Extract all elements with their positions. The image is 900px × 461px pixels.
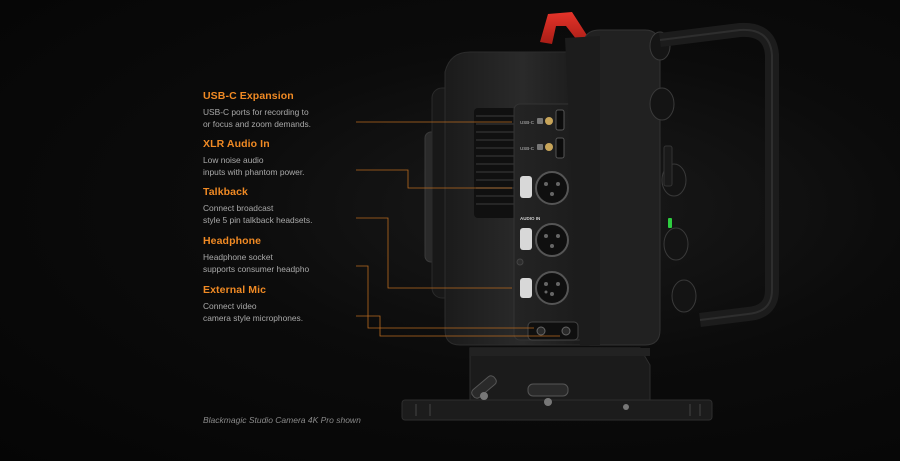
usbc-port-1: USB-C — [520, 109, 565, 131]
feature-title: External Mic — [203, 284, 267, 296]
feature-title: XLR Audio In — [203, 138, 270, 150]
feature-xlr-audio: XLR Audio In Low noise audio inputs with… — [203, 138, 423, 178]
feature-desc-line2: supports consumer headpho — [203, 264, 310, 274]
feature-desc-line1: Connect broadcast — [203, 203, 274, 213]
feature-desc-line1: Low noise audio — [203, 155, 264, 165]
callout-line-talkback — [356, 217, 512, 289]
feature-desc-line2: style 5 pin talkback headsets. — [203, 215, 313, 225]
feature-talkback: Talkback Connect broadcast style 5 pin t… — [203, 186, 423, 226]
callout-line-mic — [356, 315, 560, 337]
usbc-port-2: USB-C — [520, 137, 565, 159]
audio-in-label: AUDIO IN — [520, 216, 540, 221]
xlr-input-1 — [520, 171, 569, 205]
feature-desc-line1: USB-C ports for recording to — [203, 107, 309, 117]
feature-desc-line2: camera style microphones. — [203, 313, 304, 323]
feature-desc-line1: Connect video — [203, 301, 257, 311]
status-indicator-green — [668, 218, 672, 228]
usbc-label-2: USB-C — [520, 146, 535, 151]
feature-title: Talkback — [203, 186, 248, 198]
xlr-input-2 — [520, 223, 569, 257]
callout-line-xlr — [356, 169, 512, 189]
feature-external-mic: External Mic Connect video camera style … — [203, 284, 423, 324]
headphone-mic-jacks — [527, 321, 579, 341]
top-handle-red — [540, 12, 590, 44]
usbc-label-1: USB-C — [520, 120, 535, 125]
image-caption: Blackmagic Studio Camera 4K Pro shown — [203, 415, 361, 425]
feature-desc-line1: Headphone socket — [203, 252, 273, 262]
feature-title: USB-C Expansion — [203, 90, 294, 102]
tripod-mount — [401, 347, 713, 421]
vent-grille — [474, 108, 516, 218]
feature-desc-line2: or focus and zoom demands. — [203, 119, 312, 129]
feature-title: Headphone — [203, 235, 262, 247]
feature-usbc: USB-C Expansion USB-C ports for recordin… — [203, 90, 423, 130]
feature-headphone: Headphone Headphone socket supports cons… — [203, 235, 423, 275]
callout-lines — [356, 121, 560, 337]
feature-desc-line2: inputs with phantom power. — [203, 167, 305, 177]
talkback-connector — [520, 271, 569, 305]
callout-line-headphone — [356, 265, 534, 329]
